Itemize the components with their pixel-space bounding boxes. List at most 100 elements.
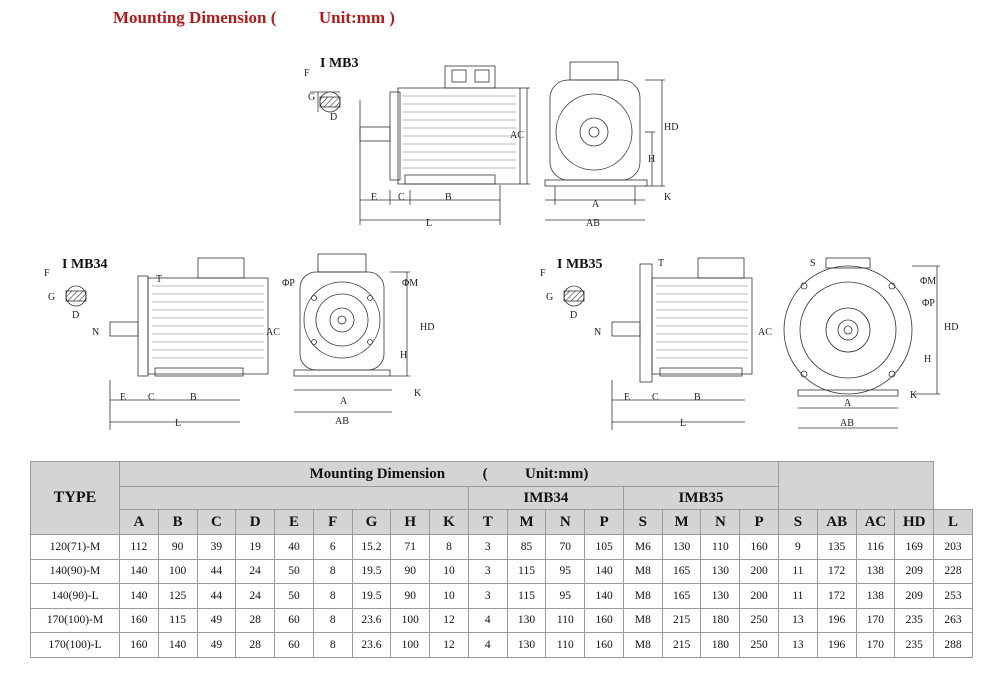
imb3-label-hd: HD — [664, 122, 678, 133]
imb34-label-l: L — [175, 418, 181, 429]
imb34-label-b: B — [190, 392, 197, 403]
imb35-label-ac: AC — [758, 327, 772, 338]
value-cell: 100 — [157, 558, 198, 584]
value-cell: 11 — [778, 583, 818, 609]
imb3-label-l: L — [426, 218, 432, 229]
imb35-label-t: T — [658, 258, 664, 269]
value-cell: 12 — [429, 632, 469, 658]
value-cell: 8 — [312, 632, 353, 658]
value-cell: 172 — [816, 558, 857, 584]
column-header: C — [196, 509, 237, 535]
group-header-imb35: IMB35 — [622, 486, 780, 510]
column-header: S — [622, 509, 663, 535]
value-cell: 10 — [429, 583, 469, 609]
imb34-side-view — [109, 257, 269, 430]
value-cell: 13 — [778, 632, 818, 658]
value-cell: 44 — [196, 583, 237, 609]
imb35-label-l: L — [680, 418, 686, 429]
value-cell: 170 — [855, 632, 896, 658]
value-cell: 170 — [855, 607, 896, 633]
value-cell: 138 — [855, 558, 896, 584]
column-header: L — [933, 509, 973, 535]
column-header: B — [157, 509, 198, 535]
value-cell: 40 — [274, 534, 314, 560]
value-cell: 10 — [429, 558, 469, 584]
value-cell: 130 — [506, 607, 547, 633]
value-cell: 209 — [894, 558, 935, 584]
column-header: G — [351, 509, 392, 535]
value-cell: 235 — [894, 607, 935, 633]
value-cell: 70 — [545, 534, 586, 560]
type-cell: 140(90)-M — [30, 558, 120, 584]
value-cell: M8 — [622, 607, 663, 633]
value-cell: 130 — [506, 632, 547, 658]
value-cell: 180 — [700, 607, 741, 633]
imb35-label-s: S — [810, 258, 816, 269]
column-header: H — [390, 509, 431, 535]
value-cell: 23.6 — [351, 632, 392, 658]
value-cell: 253 — [933, 583, 973, 609]
column-header: E — [274, 509, 314, 535]
value-cell: 11 — [778, 558, 818, 584]
imb34-label-k: K — [414, 388, 422, 399]
value-cell: 90 — [390, 558, 431, 584]
value-cell: 60 — [274, 607, 314, 633]
imb35-label-k: K — [910, 390, 918, 401]
imb35-label-f: F — [540, 268, 546, 279]
type-header: TYPE — [30, 461, 120, 535]
imb3-label-h: H — [648, 154, 655, 165]
value-cell: 71 — [390, 534, 431, 560]
value-cell: 100 — [390, 607, 431, 633]
imb3-shaft-key-detail — [310, 91, 341, 113]
imb35-shaft-key-detail — [563, 285, 585, 307]
imb34-label-e: E — [120, 392, 126, 403]
value-cell: M8 — [622, 632, 663, 658]
value-cell: 140 — [584, 558, 624, 584]
imb34-view-title: I MB34 — [62, 257, 108, 272]
value-cell: 15.2 — [351, 534, 392, 560]
value-cell: 8 — [312, 583, 353, 609]
imb34-label-p: ΦP — [282, 278, 295, 289]
group-header-imb34: IMB34 — [467, 486, 624, 510]
imb34-shaft-key-detail — [65, 285, 87, 307]
imb3-label-a: A — [592, 199, 600, 210]
value-cell: M8 — [622, 558, 663, 584]
value-cell: 140 — [119, 583, 159, 609]
value-cell: 116 — [855, 534, 896, 560]
value-cell: 24 — [235, 583, 276, 609]
column-header: F — [312, 509, 353, 535]
imb35-view-title: I MB35 — [557, 257, 603, 272]
value-cell: 8 — [429, 534, 469, 560]
imb35-side-view — [611, 257, 753, 430]
value-cell: 180 — [700, 632, 741, 658]
drawings-svg: I MB3 I MB34 I MB35 F G D AC E C B L HD … — [44, 56, 958, 430]
imb34-label-a: A — [340, 396, 348, 407]
imb3-label-e: E — [371, 192, 377, 203]
value-cell: 115 — [157, 607, 198, 633]
imb34-label-ab: AB — [335, 416, 349, 427]
value-cell: 4 — [467, 632, 508, 658]
imb34-label-d: D — [72, 310, 79, 321]
value-cell: 165 — [661, 558, 702, 584]
value-cell: M8 — [622, 583, 663, 609]
value-cell: 172 — [816, 583, 857, 609]
imb35-label-g: G — [546, 292, 553, 303]
value-cell: 13 — [778, 607, 818, 633]
table-group-blank — [119, 486, 469, 510]
value-cell: 165 — [661, 583, 702, 609]
value-cell: 160 — [119, 607, 159, 633]
value-cell: 138 — [855, 583, 896, 609]
imb35-label-h: H — [924, 354, 931, 365]
technical-drawings: I MB3 I MB34 I MB35 F G D AC E C B L HD … — [0, 40, 1000, 450]
type-cell: 140(90)-L — [30, 583, 120, 609]
value-cell: 169 — [894, 534, 935, 560]
value-cell: 12 — [429, 607, 469, 633]
value-cell: 23.6 — [351, 607, 392, 633]
column-header: D — [235, 509, 276, 535]
column-header: S — [778, 509, 818, 535]
value-cell: M6 — [622, 534, 663, 560]
value-cell: 28 — [235, 607, 276, 633]
